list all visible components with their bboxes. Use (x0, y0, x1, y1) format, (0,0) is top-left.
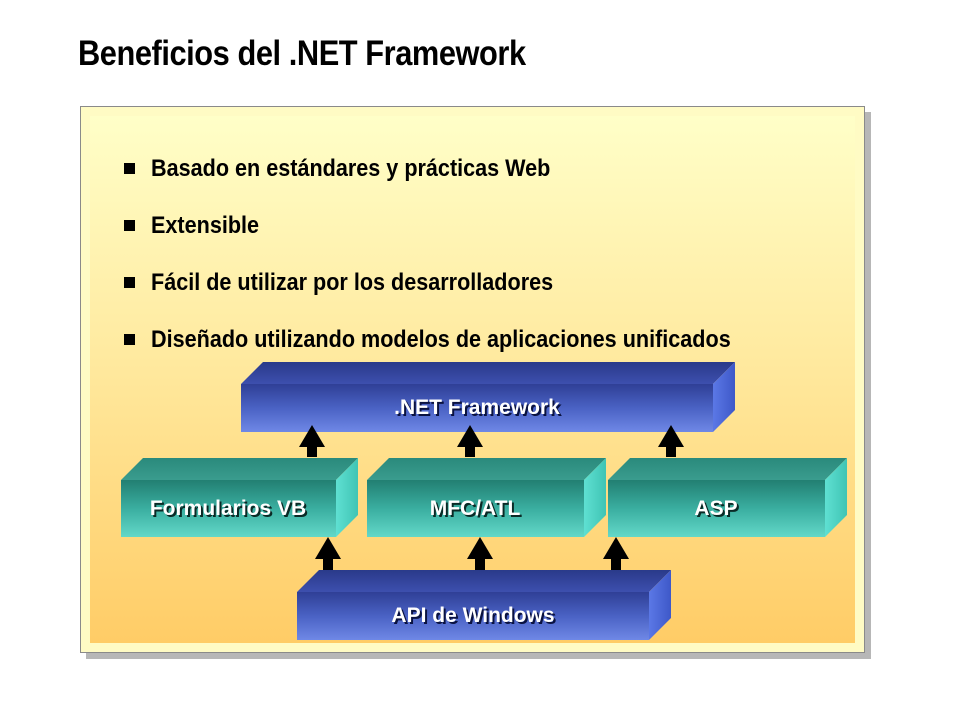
arrow-up-icon (658, 425, 684, 457)
arrow-up-icon (299, 425, 325, 457)
svg-text:Formularios VB: Formularios VB (152, 499, 308, 522)
arrow-up-icon (315, 537, 341, 570)
svg-text:.NET Framework: .NET Framework (396, 398, 562, 421)
arrow-up-icon (457, 425, 483, 457)
vb-forms-label: Formularios VB (150, 497, 306, 520)
bullet-text: Extensible (151, 211, 260, 239)
bullet-text: Basado en estándares y prácticas Web (151, 154, 551, 182)
windows-api-box: API de Windows API de Windows (297, 570, 671, 640)
square-bullet-icon (124, 334, 135, 345)
bullet-item: Diseñado utilizando modelos de aplicacio… (124, 311, 795, 368)
mfc-atl-box: MFC/ATL MFC/ATL (367, 458, 606, 537)
asp-label: ASP (694, 497, 737, 520)
arrow-up-icon (467, 537, 493, 570)
svg-text:ASP: ASP (696, 499, 739, 522)
arrow-up-icon (603, 537, 629, 570)
square-bullet-icon (124, 220, 135, 231)
mfc-atl-label: MFC/ATL (430, 497, 521, 520)
asp-box: ASP ASP (608, 458, 847, 537)
bullet-item: Extensible (124, 197, 795, 254)
windows-api-label: API de Windows (391, 604, 554, 627)
bullet-item: Basado en estándares y prácticas Web (124, 140, 795, 197)
net-framework-label: .NET Framework (394, 396, 560, 419)
bullet-text: Fácil de utilizar por los desarrolladore… (151, 268, 554, 296)
svg-text:API de Windows: API de Windows (393, 606, 556, 629)
square-bullet-icon (124, 163, 135, 174)
bullet-list: Basado en estándares y prácticas Web Ext… (124, 140, 795, 368)
bullet-text: Diseñado utilizando modelos de aplicacio… (151, 325, 731, 353)
bullet-item: Fácil de utilizar por los desarrolladore… (124, 254, 795, 311)
svg-text:MFC/ATL: MFC/ATL (432, 499, 523, 522)
vb-forms-box: Formularios VB Formularios VB (121, 458, 358, 537)
net-framework-box: .NET Framework .NET Framework (241, 362, 735, 432)
slide-title: Beneficios del .NET Framework (78, 34, 526, 73)
square-bullet-icon (124, 277, 135, 288)
